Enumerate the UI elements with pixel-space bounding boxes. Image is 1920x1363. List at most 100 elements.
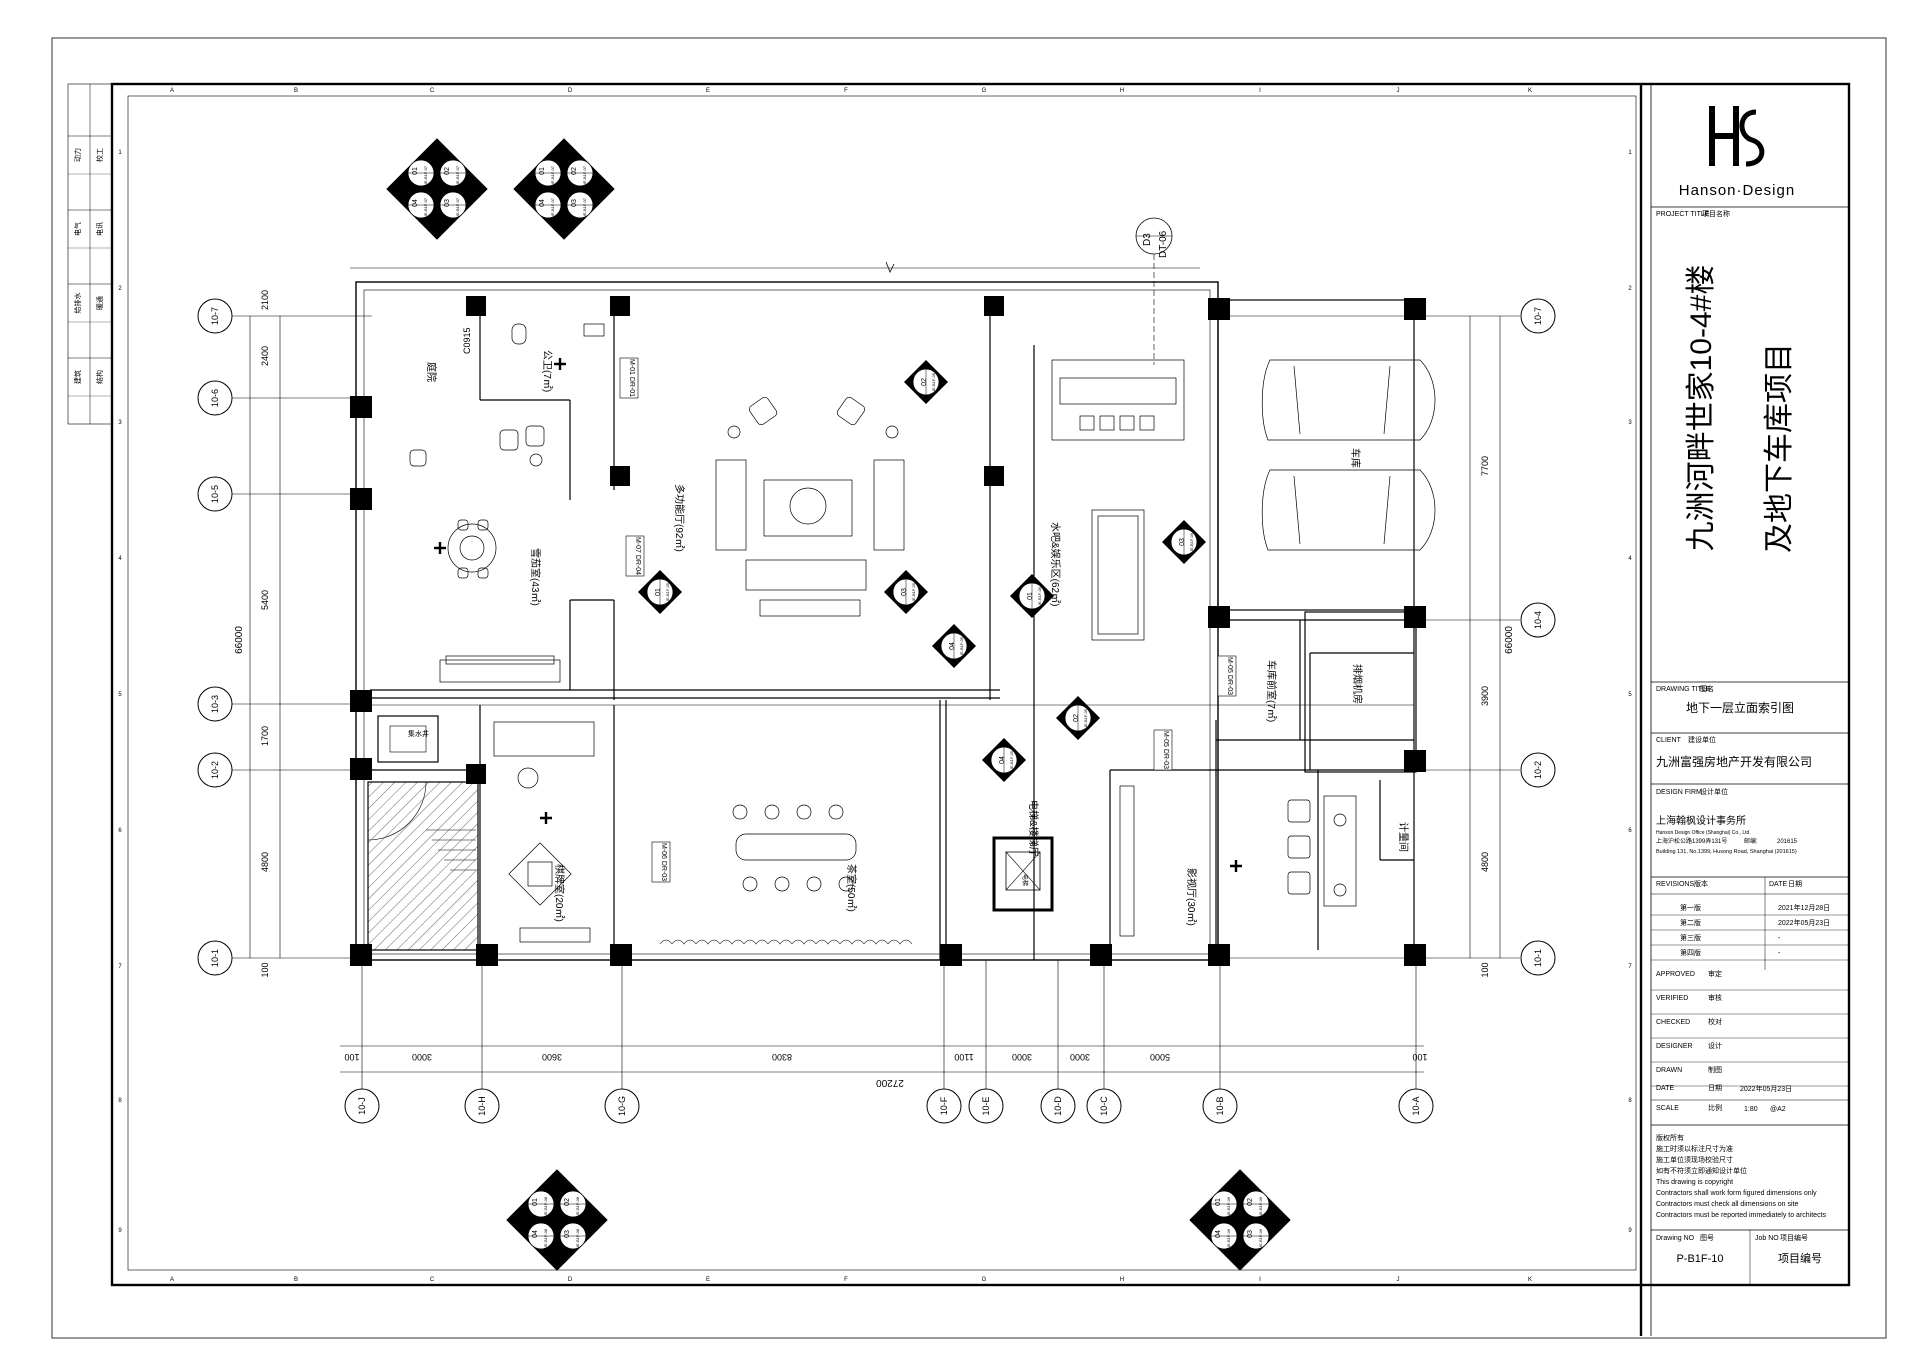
date-label: DATE: [1769, 881, 1787, 888]
design-firm-label-cn: 设计单位: [1700, 787, 1728, 796]
index-number: 01: [412, 167, 419, 175]
index-number: 02: [444, 167, 451, 175]
project-title-label: PROJECT TITLE: [1656, 211, 1710, 218]
index-sheet: IE-B1F-07: [423, 197, 428, 216]
frame-number: 6: [1628, 828, 1632, 834]
frame-letter: B: [294, 1277, 298, 1283]
note-line: This drawing is copyright: [1656, 1179, 1733, 1186]
dimension-text: 2400: [260, 346, 270, 366]
frame-letter: J: [1397, 88, 1400, 94]
firm-name-cn: 上海翰枫设计事务所: [1656, 814, 1746, 827]
grid-bubble: [1520, 298, 1556, 334]
stamp-column-text: 动力 校工 电气 电讯 给排水 暖通 建筑 结构: [73, 148, 104, 384]
client-label: CLIENT: [1656, 737, 1682, 744]
dimension-total: 66000: [234, 626, 245, 654]
drawing-no: P-B1F-10: [1676, 1253, 1723, 1265]
index-sheet: IE-B1F-05: [1189, 532, 1194, 551]
frame-number: 4: [118, 556, 122, 562]
elevation-index-icon: [386, 138, 488, 240]
grid-bubble: [926, 1088, 962, 1124]
note-line: 版权所有: [1656, 1133, 1684, 1142]
room-label: 车库: [1349, 448, 1362, 468]
sign-label: APPROVED: [1656, 971, 1695, 978]
elevation-index-icon: [506, 1169, 608, 1271]
dimension-text: 2100: [260, 290, 270, 310]
grid-label: 10-H: [477, 1096, 487, 1116]
grid-label: 10-5: [210, 485, 220, 503]
door-tags: M-01 DR-01M-07 DR-04M-05 DR-03M-05 DR-03…: [619, 357, 1237, 883]
index-sheet: IE-B1F-07: [423, 165, 428, 184]
index-sheet: IE-B1F-09: [1258, 1196, 1263, 1215]
room-label: 水吧&娱乐区(62㎡): [1049, 522, 1062, 606]
room-label: 棋牌室(20㎡): [553, 864, 566, 922]
elevator-label: 电梯: [1021, 874, 1029, 886]
grid-label: 10-2: [1533, 761, 1543, 779]
firm-name-en: Hanson Design Office (Shanghai) Co., Ltd…: [1656, 830, 1751, 836]
section-tag: D3 DT-06: [1135, 217, 1173, 258]
index-sheet: IE-B1F-07: [582, 197, 587, 216]
index-number: 02: [1247, 1198, 1254, 1206]
firm-postcode-label: 邮编:: [1744, 837, 1758, 845]
index-number: 03: [564, 1230, 571, 1238]
room-label: 电梯&楼梯厅: [1027, 800, 1040, 857]
frame-letter: D: [568, 88, 573, 94]
elevation-index-icon: [1189, 1169, 1291, 1271]
grid-label: 10-1: [1533, 949, 1543, 967]
frame-letter: A: [170, 88, 174, 94]
sign-label: DRAWN: [1656, 1067, 1682, 1074]
client-label-cn: 建设单位: [1688, 735, 1716, 744]
note-line: 如有不符须立即通知设计单位: [1656, 1166, 1747, 1175]
stair-hatch: [367, 781, 479, 951]
revision-name: 第一版: [1680, 903, 1701, 912]
room-center-icon: [1230, 860, 1242, 872]
index-number: 04: [412, 199, 419, 207]
note-line: Contractors must check all dimensions on…: [1656, 1201, 1798, 1208]
grid-label: 10-F: [939, 1096, 949, 1115]
frame-number: 2: [118, 286, 122, 292]
design-firm-label: DESIGN FIRM: [1656, 789, 1702, 796]
grid-bubble: [968, 1088, 1004, 1124]
index-number: 01: [655, 588, 662, 596]
drawing-no-label-cn: 图号: [1700, 1234, 1714, 1242]
date2-value: 2022年05月23日: [1740, 1084, 1792, 1093]
stamp-text: 暖通: [95, 296, 104, 310]
index-number: 03: [1179, 538, 1186, 546]
revisions-label-cn: 版本: [1694, 879, 1708, 888]
grid-label: 10-J: [357, 1097, 367, 1115]
index-number: 01: [1215, 1198, 1222, 1206]
job-no: 项目编号: [1778, 1251, 1822, 1265]
frame-letter: H: [1120, 1277, 1124, 1283]
grid-bubble: [1040, 1088, 1076, 1124]
stamp-text: 电气: [73, 222, 82, 236]
scale-label: SCALE: [1656, 1105, 1679, 1112]
drawing-title-label: DRAWING TITLE: [1656, 686, 1711, 693]
grid-bubble: [344, 1088, 380, 1124]
sign-label: CHECKED: [1656, 1019, 1690, 1026]
dimension-text: 3000: [412, 1052, 432, 1062]
drawing-title-label-cn: 图名: [1700, 684, 1714, 693]
dimension-text: 100: [260, 962, 270, 977]
firm-logo-text: Hanson·Design: [1679, 182, 1795, 199]
index-number: 04: [999, 756, 1006, 764]
job-no-label: Job NO: [1755, 1235, 1779, 1242]
frame-number: 8: [1628, 1098, 1632, 1104]
scale-label-cn: 比例: [1708, 1103, 1722, 1112]
dimension-text: 3900: [1480, 686, 1490, 706]
drawing-no-label: Drawing NO: [1656, 1235, 1695, 1242]
grid-bubble: [1520, 752, 1556, 788]
index-sheet: IE-B1F-08: [575, 1196, 580, 1215]
job-no-label-cn: 项目编号: [1780, 1233, 1808, 1242]
frame-number: 7: [1628, 964, 1632, 970]
index-sheet: IE-B1F-05: [1037, 586, 1042, 605]
stamp-text: 校工: [95, 148, 104, 162]
revision-date: 2021年12月28日: [1778, 903, 1830, 912]
index-sheet: IE-B1F-05: [959, 636, 964, 655]
dimension-text: 4800: [1480, 852, 1490, 872]
door-tag: M-01 DR-01: [628, 359, 635, 397]
index-number: 02: [564, 1198, 571, 1206]
title-block-notes: 版权所有施工时须以标注尺寸为准施工单位须现场校验尺寸如有不符须立即通知设计单位T…: [1656, 1133, 1827, 1219]
grid-bubble: [1202, 1088, 1238, 1124]
